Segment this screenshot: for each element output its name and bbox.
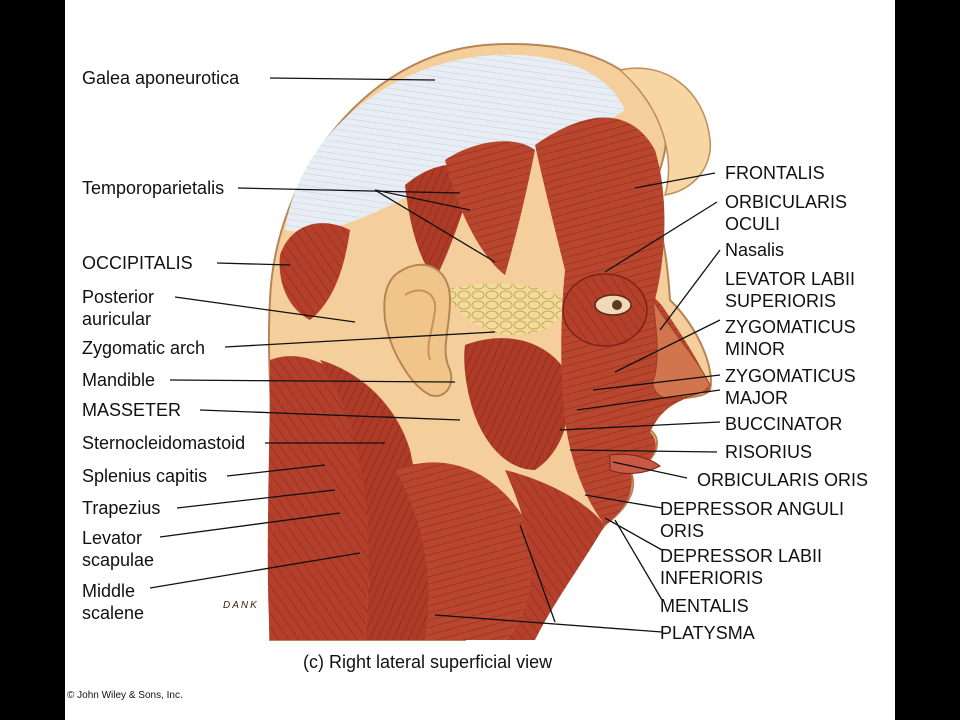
label-levator-scapulae: Levator scapulae [82, 528, 155, 570]
ear-shape [383, 263, 453, 397]
label-zygomaticus-minor: ZYGOMATICUS MINOR [725, 317, 856, 359]
label-orbicularis-oculi: ORBICULARIS OCULI [725, 192, 848, 234]
label-mentalis: MENTALIS [660, 596, 749, 616]
figure-caption: (c) Right lateral superficial view [303, 652, 553, 672]
artist-signature: DANK [223, 600, 259, 611]
copyright-notice: © John Wiley & Sons, Inc. [67, 690, 183, 701]
slide: Galea aponeurotica Temporoparietalis OCC… [65, 0, 895, 720]
label-galea-aponeurotica: Galea aponeurotica [82, 68, 240, 88]
label-frontalis: FRONTALIS [725, 163, 825, 183]
label-zygomaticus-major: ZYGOMATICUS MAJOR [725, 366, 856, 408]
head-muscles-illustration [149, 43, 721, 641]
parotid-fat-region [445, 283, 565, 335]
label-platysma: PLATYSMA [660, 623, 755, 643]
label-buccinator: BUCCINATOR [725, 414, 843, 434]
leader-lines-right [434, 172, 721, 633]
label-mandible: Mandible [82, 370, 156, 390]
neck-muscles-region [267, 356, 369, 640]
label-temporoparietalis: Temporoparietalis [82, 178, 225, 198]
label-zygomatic-arch: Zygomatic arch [82, 338, 206, 358]
galea-aponeurotica-region [285, 54, 625, 232]
label-depressor-labii-inferioris: DEPRESSOR LABII INFERIORIS [660, 546, 823, 588]
masseter-region [464, 338, 569, 470]
leader-lines-left [149, 77, 496, 589]
label-depressor-anguli-oris: DEPRESSOR ANGULI ORIS [660, 499, 845, 541]
label-posterior-auricular: Posterior auricular [82, 287, 155, 329]
label-sternocleidomastoid: Sternocleidomastoid [82, 433, 246, 453]
label-orbicularis-oris: ORBICULARIS ORIS [697, 470, 869, 490]
label-risorius: RISORIUS [725, 442, 813, 462]
occipitalis-region [279, 223, 350, 320]
label-splenius-capitis: Splenius capitis [82, 466, 208, 486]
label-middle-scalene: Middle scalene [82, 581, 145, 623]
label-levator-labii-superioris: LEVATOR LABII SUPERIORIS [725, 269, 856, 311]
label-trapezius: Trapezius [82, 498, 161, 518]
lips-shape [609, 453, 661, 474]
label-occipitalis: OCCIPITALIS [82, 253, 193, 273]
label-nasalis: Nasalis [725, 240, 785, 260]
label-masseter: MASSETER [82, 400, 182, 420]
